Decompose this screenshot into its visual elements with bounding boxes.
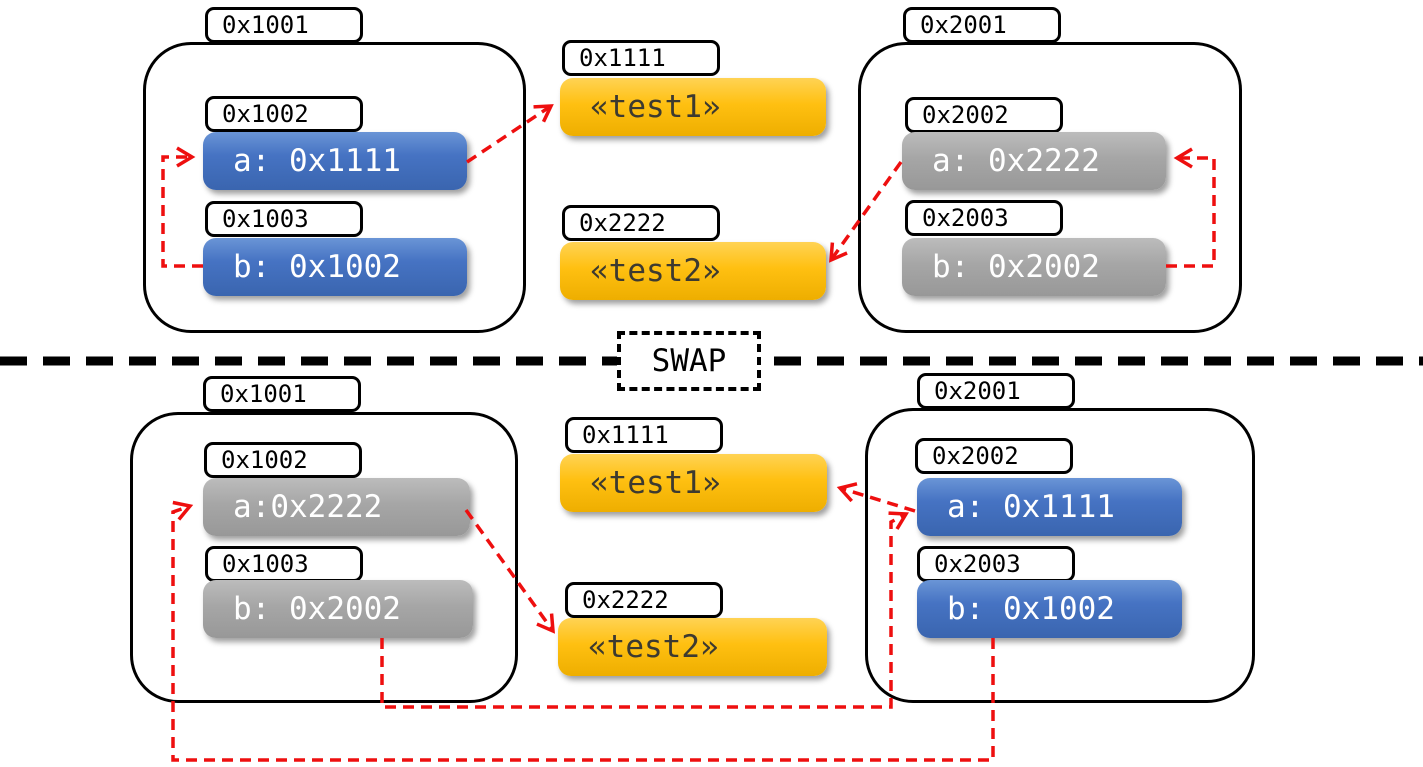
string-box-before-test2: «test2» [560,242,826,300]
address-tab: 0x1003 [205,201,363,237]
address-tab: 0x2222 [562,205,720,241]
address-tab: 0x1002 [205,96,363,132]
address-tab: 0x1003 [205,546,363,582]
address-tab: 0x2001 [917,373,1075,409]
swap-label-box: SWAP [617,331,761,391]
pointer-box-before-right-b: b: 0x2002 [902,238,1166,296]
address-tab: 0x1111 [562,40,720,76]
pointer-box-after-left-b: b: 0x2002 [203,580,473,638]
pointer-box-after-left-a: a:0x2222 [203,478,470,536]
string-box-after-test2: «test2» [558,618,827,676]
address-tab: 0x2222 [565,582,723,618]
string-box-before-test1: «test1» [560,78,826,136]
address-tab: 0x2003 [905,200,1063,236]
string-box-after-test1: «test1» [560,454,827,512]
pointer-box-after-right-a: a: 0x1111 [917,478,1182,536]
address-tab: 0x1001 [203,376,361,412]
address-tab: 0x2002 [915,438,1073,474]
address-tab: 0x2003 [917,546,1075,582]
address-tab: 0x1111 [565,417,723,453]
pointer-box-after-right-b: b: 0x1002 [917,580,1182,638]
address-tab: 0x2001 [903,7,1061,43]
address-tab: 0x2002 [905,97,1063,133]
pointer-box-before-left-b: b: 0x1002 [203,238,467,296]
pointer-box-before-right-a: a: 0x2222 [902,132,1166,190]
pointer-box-before-left-a: a: 0x1111 [203,132,467,190]
address-tab: 0x1002 [204,442,362,478]
address-tab: 0x1001 [205,7,363,43]
